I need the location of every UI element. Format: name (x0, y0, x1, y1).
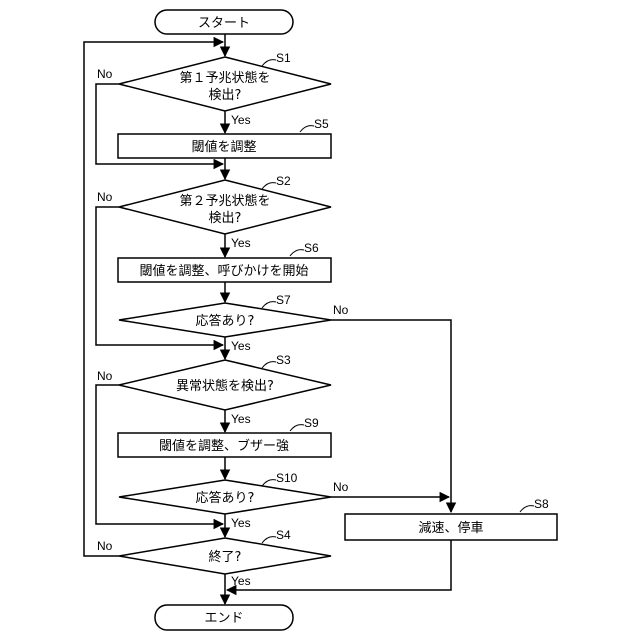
s5-text: 閾値を調整 (191, 139, 256, 155)
s7-yes-label: Yes (231, 339, 251, 353)
s5-leader (300, 126, 314, 132)
s5-id: S5 (314, 117, 329, 131)
s10-yes-label: Yes (231, 516, 251, 530)
s3-id: S3 (276, 353, 291, 367)
s10-text: 応答あり? (196, 490, 255, 506)
s1-leader (262, 60, 276, 66)
loop-s4-no (84, 42, 223, 556)
s3-no-label: No (97, 369, 113, 383)
s1-id: S1 (276, 51, 291, 65)
s2-yes-label: Yes (231, 236, 251, 250)
s4-text: 終了? (209, 549, 242, 565)
s10-id: S10 (276, 471, 298, 485)
s8-id: S8 (534, 497, 549, 511)
s1-no-label: No (97, 67, 113, 81)
s2-id: S2 (276, 174, 291, 188)
s4-leader (262, 537, 276, 543)
s8-text: 減速、停車 (418, 520, 483, 536)
s7-leader (262, 302, 276, 308)
s4-yes-label: Yes (231, 574, 251, 588)
s10-leader (262, 480, 276, 486)
s6-id: S6 (304, 241, 319, 255)
s9-id: S9 (304, 416, 319, 430)
s6-text: 閾値を調整、呼びかけを開始 (139, 263, 308, 279)
s2-text-line2: 検出? (209, 211, 242, 226)
start-label: スタート (198, 16, 250, 31)
s8-leader (520, 506, 534, 512)
s7-no-label: No (333, 303, 349, 317)
s3-text: 異常状態を検出? (176, 378, 274, 394)
s7-text: 応答あり? (196, 313, 255, 329)
s9-text: 閾値を調整、ブザー強 (159, 438, 289, 454)
s2-text-line1: 第２予兆状態を (179, 193, 270, 209)
s3-yes-label: Yes (231, 412, 251, 426)
end-label: エンド (204, 611, 243, 626)
s7-id: S7 (276, 293, 291, 307)
s3-leader (262, 362, 276, 368)
s2-no-label: No (97, 190, 113, 204)
s9-leader (290, 425, 304, 431)
s2-leader (262, 183, 276, 189)
s1-text-line1: 第１予兆状態を (179, 70, 270, 86)
s10-no-label: No (333, 480, 349, 494)
s6-leader (290, 250, 304, 256)
s1-yes-label: Yes (231, 113, 251, 127)
branch-s7-no (331, 320, 451, 512)
s4-no-label: No (97, 539, 113, 553)
s1-text-line2: 検出? (209, 88, 242, 103)
s4-id: S4 (276, 528, 291, 542)
